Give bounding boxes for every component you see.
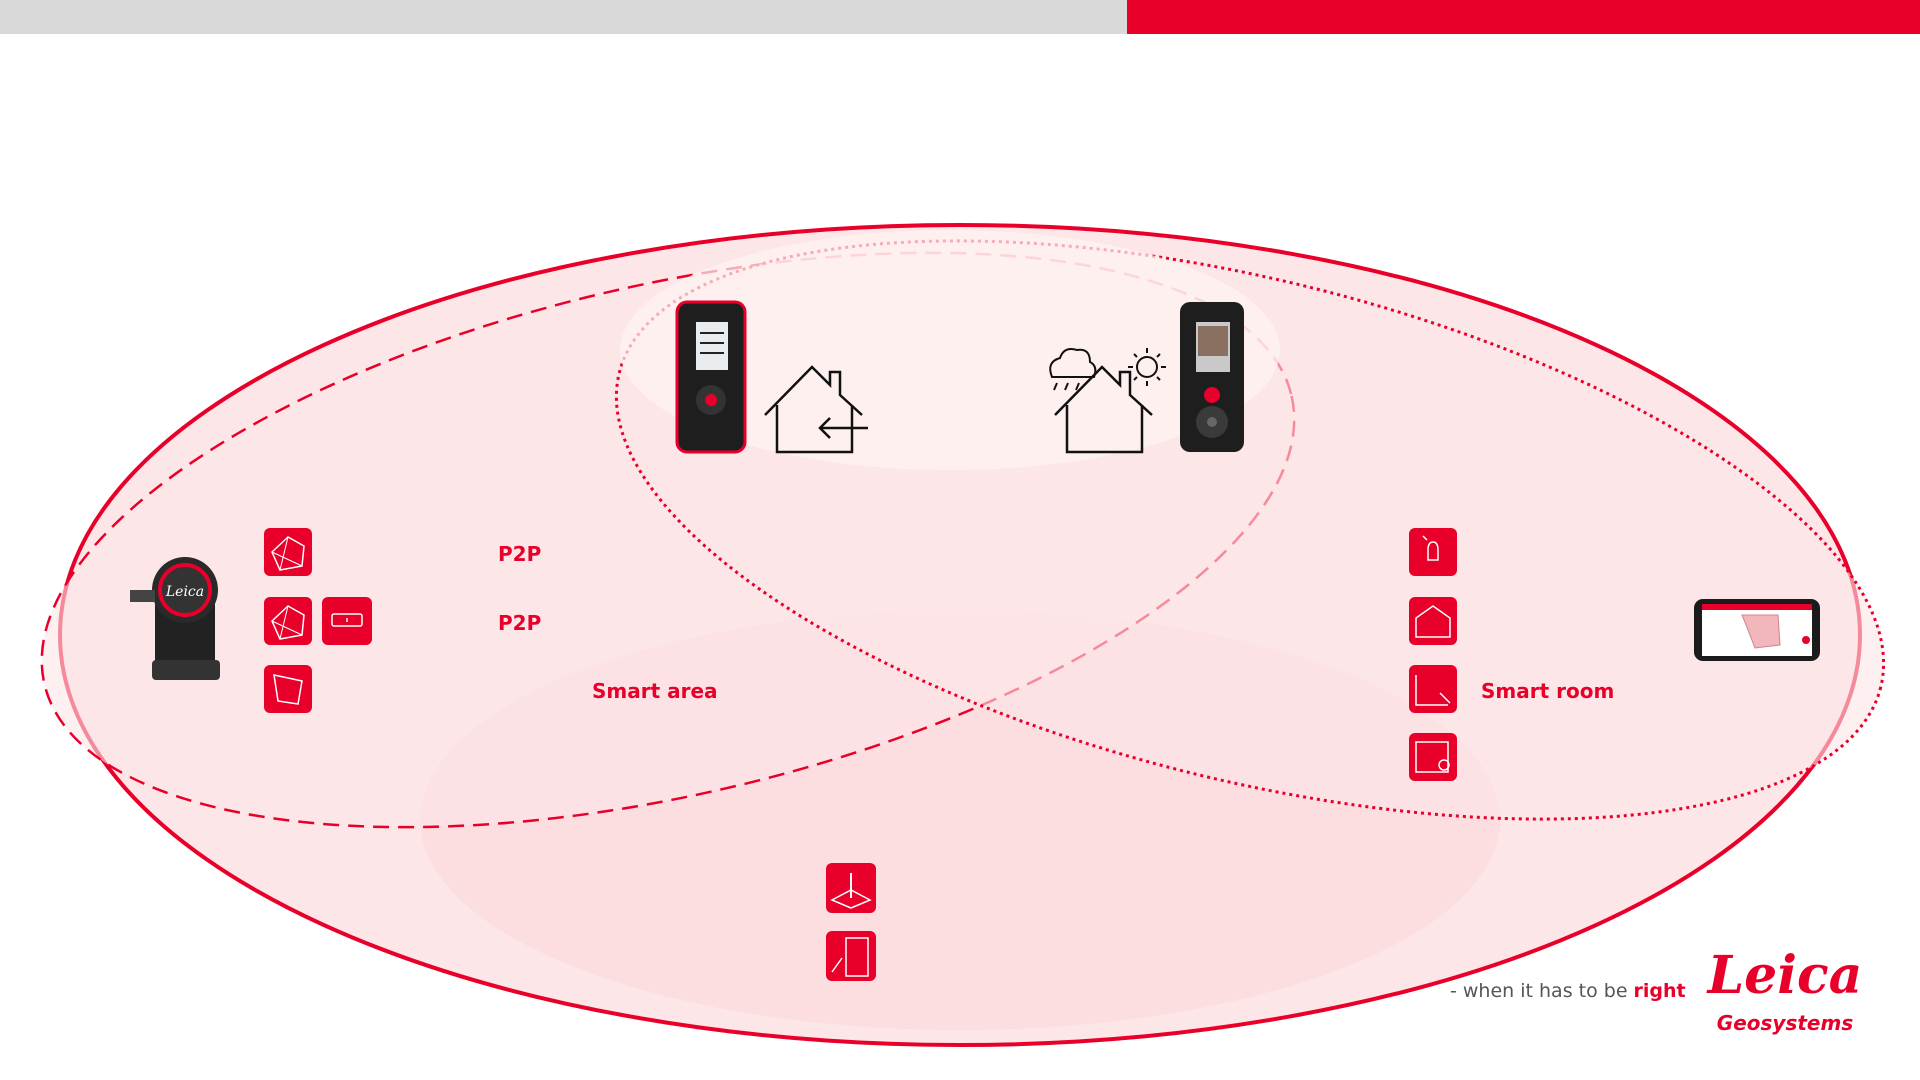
top-bar-red: [1127, 0, 1920, 34]
svg-text:Leica: Leica: [165, 584, 204, 600]
rain-cloud-icon: [1049, 348, 1097, 391]
tagline-prefix: - when it has to be: [1450, 980, 1634, 1002]
smartphone-app: [1694, 599, 1820, 661]
disto-x4-device: [1180, 302, 1244, 452]
level-icon[interactable]: [322, 597, 372, 645]
top-overlap: [620, 230, 1280, 470]
house-indoor-icon: [764, 365, 868, 454]
smart-area-label: Smart area: [592, 679, 718, 703]
top-bar-grey: [0, 0, 1127, 34]
logo-sub: Geosystems: [1717, 1011, 1854, 1035]
touch-point-icon[interactable]: [1409, 528, 1457, 576]
disto-sensor-adapter: Leica: [130, 557, 220, 680]
facade-icon[interactable]: [826, 931, 876, 981]
logo-brand: Leica: [1706, 945, 1863, 1006]
tagline-emphasis: right: [1633, 980, 1686, 1002]
p2p-polygon-icon[interactable]: [264, 528, 312, 576]
disto-d510-device: [675, 300, 747, 454]
sun-icon: [1128, 348, 1166, 386]
p2p-polygon-icon[interactable]: [264, 597, 312, 645]
p2p-label-2: P2P: [498, 611, 542, 635]
room-search-icon[interactable]: [1409, 733, 1457, 781]
tagline: - when it has to be right: [1450, 980, 1686, 1002]
room-capture-icon[interactable]: [1409, 597, 1457, 645]
smart-room-label: Smart room: [1481, 679, 1615, 703]
area-polygon-icon[interactable]: [264, 665, 312, 713]
p2p-label-1: P2P: [498, 542, 542, 566]
house-outdoor-icon: [1054, 365, 1153, 454]
leica-geosystems-logo: Leica Geosystems: [1706, 945, 1863, 1035]
smart-room-icon[interactable]: [1409, 665, 1457, 713]
stake-out-icon[interactable]: [826, 863, 876, 913]
